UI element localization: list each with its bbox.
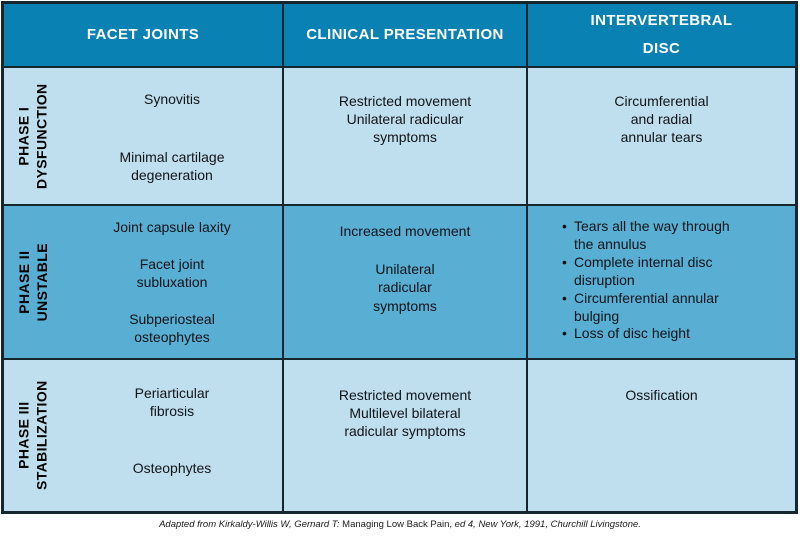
phase1-line1: PHASE I [15,106,32,166]
row-phase3-disc-cell: Ossification [528,360,795,511]
header-cell-intervertebral-disc: INTERVERTEBRAL DISC [528,4,795,68]
row-phase1-clinical-cell: Restricted movement Unilateral radicular… [284,68,528,206]
disc-finding: Ossification [625,387,698,403]
header-cell-facet-joints: FACET JOINTS [4,4,284,68]
clinical-finding: Increased movement [339,223,471,239]
header-label-facet-joints: FACET JOINTS [86,25,200,43]
disc-bullet: Tears all the way through the annulus [562,218,789,254]
row-phase3-clinical-cell: Restricted movement Multilevel bilateral… [284,360,528,511]
phase2-label: PHASE II UNSTABLE [15,243,51,321]
facet-finding: Osteophytes [132,459,212,476]
phase3-label: PHASE III STABILIZATION [15,381,51,491]
phase3-line1: PHASE III [15,401,32,470]
disc-bullet: Loss of disc height [562,325,789,343]
phase1-label: PHASE I DYSFUNCTION [15,83,51,189]
clinical-finding: Restricted movement [338,387,472,403]
phase1-disc-content: Circumferential and radial annular tears [528,68,795,147]
citation-part-title: Managing Low Back Pain, [339,519,453,530]
phase2-line1: PHASE II [15,250,32,314]
facet-finding: Synovitis [143,91,201,107]
phase1-label-container: PHASE I DYSFUNCTION [4,68,62,204]
row-phase1-facet-cell: PHASE I DYSFUNCTION Synovitis Minimal ca… [4,68,284,206]
phase3-facet-content: Periarticular fibrosis Osteophytes [62,360,282,511]
phase2-clinical-content: Increased movement Unilateral radicular … [284,206,526,315]
clinical-finding: Unilateral radicular symptoms [373,261,437,314]
phase2-facet-content: Joint capsule laxity Facet joint subluxa… [62,206,282,358]
phase1-facet-content: Synovitis Minimal cartilage degeneration [62,68,282,204]
facet-finding: Joint capsule laxity [113,219,231,235]
disc-bullet: Complete internal disc disruption [562,254,789,290]
citation-part-publisher: ed 4, New York, 1991, Churchill Livingst… [452,519,641,530]
clinical-finding: Multilevel bilateral radicular symptoms [344,405,466,440]
citation-footer: Adapted from Kirkaldy-Willis W, Gernard … [0,519,800,530]
phase2-disc-bullet-list: Tears all the way through the annulus Co… [528,206,795,349]
clinical-finding: Unilateral radicular symptoms [346,111,464,146]
disc-bullet: Circumferential annular bulging [562,290,789,326]
phase3-disc-content: Ossification [528,360,795,404]
row-phase2-disc-cell: Tears all the way through the annulus Co… [528,206,795,360]
clinical-finding: Restricted movement [338,93,472,109]
header-label-clinical-presentation: CLINICAL PRESENTATION [306,25,504,43]
row-phase2-clinical-cell: Increased movement Unilateral radicular … [284,206,528,360]
phase3-line2: STABILIZATION [34,380,51,491]
phase3-label-container: PHASE III STABILIZATION [4,360,62,511]
row-phase2-facet-cell: PHASE II UNSTABLE Joint capsule laxity F… [4,206,284,360]
phase3-clinical-content: Restricted movement Multilevel bilateral… [284,360,526,465]
phase2-line2: UNSTABLE [34,242,51,322]
degeneration-phases-table: FACET JOINTS CLINICAL PRESENTATION INTER… [1,1,798,514]
disc-finding: Circumferential and radial annular tears [614,93,709,146]
phase2-label-container: PHASE II UNSTABLE [4,206,62,358]
header-label-intervertebral-disc: INTERVERTEBRAL DISC [590,11,733,58]
facet-finding: Minimal cartilage degeneration [119,148,225,183]
facet-finding: Periarticular fibrosis [134,385,210,420]
row-phase1-disc-cell: Circumferential and radial annular tears [528,68,795,206]
phase1-line2: DYSFUNCTION [34,83,51,189]
header-cell-clinical-presentation: CLINICAL PRESENTATION [284,4,528,68]
phase1-clinical-content: Restricted movement Unilateral radicular… [284,68,526,169]
row-phase3-facet-cell: PHASE III STABILIZATION Periarticular fi… [4,360,284,511]
facet-finding: Facet joint subluxation [136,255,208,290]
citation-part-authors: Adapted from Kirkaldy-Willis W, Gernard … [159,519,340,530]
facet-finding: Subperiosteal osteophytes [129,310,215,345]
